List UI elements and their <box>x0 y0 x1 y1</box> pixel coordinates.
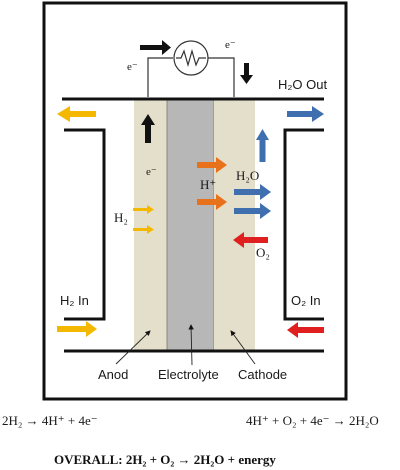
hydrogen-arrow-anode-1 <box>133 205 154 214</box>
left-channel-wall <box>64 128 106 321</box>
water-out-arrow-right <box>287 106 324 122</box>
water-arrow-right-1 <box>234 184 271 200</box>
hydrogen-exhaust-arrow <box>57 106 96 122</box>
cathode-reaction-equation: 4H⁺ + O₂ + 4e⁻ → 2H₂O <box>246 413 379 428</box>
electron-arrow-down <box>240 63 253 84</box>
hydrogen-anode-label: H₂ <box>114 210 128 225</box>
overall-reaction-equation: OVERALL: 2H₂ + O₂ → 2H₂O + energy <box>54 452 276 467</box>
water-arrow-right-2 <box>234 203 271 219</box>
oxygen-inlet-arrow <box>287 322 324 338</box>
hydrogen-in-label: H₂ In <box>60 293 89 308</box>
anode-leader-line <box>115 330 151 365</box>
water-arrow-up <box>256 129 269 162</box>
proton-arrow-1 <box>197 157 227 173</box>
water-cathode-label: H₂O <box>236 168 260 183</box>
oxygen-in-label: O₂ In <box>291 293 321 308</box>
electron-label-right: e⁻ <box>225 39 236 51</box>
electron-label-anode: e⁻ <box>146 166 157 178</box>
anode-reaction-equation: 2H₂ → 4H⁺ + 4e⁻ <box>2 413 98 428</box>
electrolyte-layer <box>166 99 215 352</box>
proton-label: H⁺ <box>200 177 217 192</box>
electron-arrow-top <box>140 40 171 55</box>
hydrogen-inlet-arrow <box>57 321 97 337</box>
water-out-label: H₂O Out <box>278 77 328 92</box>
resistor-zigzag <box>176 48 206 68</box>
external-circuit-wire <box>147 57 173 97</box>
load-resistor-icon <box>173 40 209 76</box>
external-circuit-wire-right <box>208 57 235 97</box>
oxygen-cathode-label: O₂ <box>256 245 270 260</box>
electrolyte-leader-line <box>188 324 194 366</box>
electron-arrow-up <box>141 114 155 143</box>
proton-arrow-2 <box>197 194 227 210</box>
outer-frame <box>42 1 348 401</box>
electron-label-left: e⁻ <box>127 61 138 73</box>
electrolyte-label: Electrolyte <box>158 367 219 382</box>
hydrogen-arrow-anode-2 <box>133 225 154 234</box>
cathode-electrode <box>214 100 255 351</box>
cathode-label: Cathode <box>238 367 288 382</box>
cathode-leader-line <box>230 330 256 365</box>
anode-label: Anod <box>98 367 129 382</box>
right-channel-wall <box>283 128 324 321</box>
oxygen-arrow-cathode <box>233 232 268 248</box>
